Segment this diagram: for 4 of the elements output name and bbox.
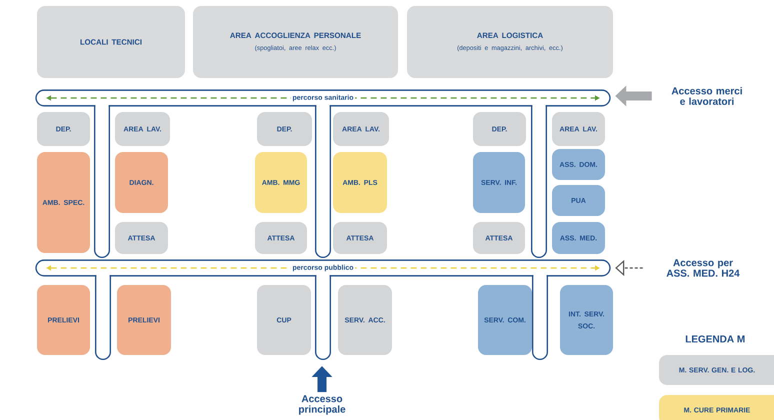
access-label: Accesso merci e lavoratori [672, 87, 742, 105]
legend-heading: LEGENDA M [686, 335, 745, 343]
access-label: Accesso per ASS. MED. H24 [666, 259, 740, 277]
access-label: Accesso principale [299, 395, 346, 415]
